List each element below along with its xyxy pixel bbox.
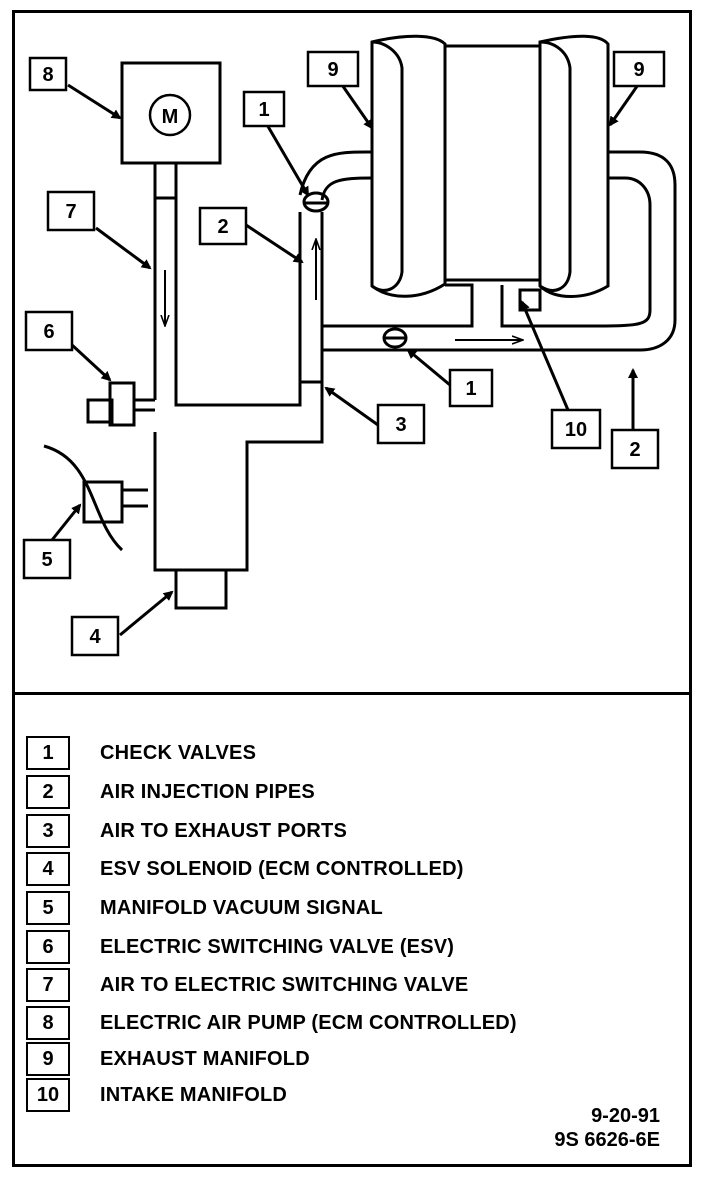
legend-label: AIR TO EXHAUST PORTS <box>100 820 347 842</box>
esv-body <box>108 381 136 427</box>
callout-10: 10 <box>565 419 587 441</box>
legend-number: 10 <box>26 1078 70 1112</box>
legend-number: 8 <box>26 1006 70 1040</box>
callout-box-6 <box>24 310 74 352</box>
legend-number: 1 <box>26 736 70 770</box>
pipe-housing <box>174 212 302 407</box>
callout-box-2-right <box>610 428 660 470</box>
legend-row: 5 MANIFOLD VACUUM SIGNAL <box>26 891 666 927</box>
callout-box-9-left <box>306 50 360 88</box>
legend-label: AIR TO ELECTRIC SWITCHING VALVE <box>100 974 469 996</box>
callout-2-right: 2 <box>629 439 640 461</box>
callout-2-left: 2 <box>217 216 228 238</box>
legend-label: EXHAUST MANIFOLD <box>100 1048 310 1070</box>
legend-row: 4 ESV SOLENOID (ECM CONTROLLED) <box>26 852 666 888</box>
legend-number: 7 <box>26 968 70 1002</box>
legend-label: ESV SOLENOID (ECM CONTROLLED) <box>100 858 464 880</box>
callout-9-left: 9 <box>327 59 338 81</box>
esv-stub <box>86 398 114 424</box>
legend-row: 2 AIR INJECTION PIPES <box>26 775 666 811</box>
legend-label: ELECTRIC AIR PUMP (ECM CONTROLLED) <box>100 1012 517 1034</box>
legend-row: 8 ELECTRIC AIR PUMP (ECM CONTROLLED) <box>26 1006 666 1042</box>
figure-code: 9-20-91 9S 6626-6E <box>554 1104 660 1152</box>
legend-number: 9 <box>26 1042 70 1076</box>
callout-box-8 <box>28 56 68 92</box>
legend-number: 4 <box>26 852 70 886</box>
callout-5: 5 <box>41 549 52 571</box>
callout-9-right: 9 <box>633 59 644 81</box>
vacuum-hose <box>43 444 124 552</box>
legend-label: CHECK VALVES <box>100 742 257 764</box>
callout-3: 3 <box>395 414 406 436</box>
air-pump-box <box>120 61 222 165</box>
air-injection-diagram: M 8 7 6 5 4 3 2 1 1 9 9 10 2 <box>22 34 677 657</box>
callout-4: 4 <box>89 626 101 648</box>
legend-row: 9 EXHAUST MANIFOLD <box>26 1042 666 1078</box>
figure-date: 9-20-91 <box>591 1105 660 1127</box>
legend-label: MANIFOLD VACUUM SIGNAL <box>100 897 383 919</box>
legend-label: ELECTRIC SWITCHING VALVE (ESV) <box>100 936 455 958</box>
legend-number: 2 <box>26 775 70 809</box>
callout-7: 7 <box>65 201 76 223</box>
exhaust-manifold-left <box>370 34 447 298</box>
legend-number: 6 <box>26 930 70 964</box>
esv-solenoid <box>174 568 228 610</box>
callout-box-7 <box>46 190 96 232</box>
legend-row: 1 CHECK VALVES <box>26 736 666 772</box>
callout-1-top: 1 <box>258 99 269 121</box>
legend-row: 6 ELECTRIC SWITCHING VALVE (ESV) <box>26 930 666 966</box>
figure-id: 9S 6626-6E <box>554 1129 660 1151</box>
section-divider <box>12 692 692 695</box>
callout-box-3 <box>376 403 426 445</box>
exhaust-manifold-right <box>538 34 610 298</box>
motor-circle <box>148 93 192 137</box>
legend-number: 3 <box>26 814 70 848</box>
callout-6: 6 <box>43 321 54 343</box>
diagram-frame <box>12 10 692 1167</box>
legend-row: 10 INTAKE MANIFOLD <box>26 1078 666 1114</box>
legend-label: INTAKE MANIFOLD <box>100 1084 288 1106</box>
legend-number: 5 <box>26 891 70 925</box>
callout-box-9-right <box>612 50 666 88</box>
callout-1-right: 1 <box>465 378 476 400</box>
callout-box-2-left <box>198 206 248 246</box>
callout-box-1-top <box>242 90 286 128</box>
legend-row: 7 AIR TO ELECTRIC SWITCHING VALVE <box>26 968 666 1004</box>
callout-box-1-right <box>448 368 494 408</box>
callout-box-4 <box>70 615 120 657</box>
legend-label: AIR INJECTION PIPES <box>100 781 315 803</box>
legend-row: 3 AIR TO EXHAUST PORTS <box>26 814 666 850</box>
callout-box-5 <box>22 538 72 580</box>
callout-8: 8 <box>42 64 53 86</box>
vacuum-plug <box>82 480 124 524</box>
motor-label: M <box>162 106 179 128</box>
callout-box-10 <box>550 408 602 450</box>
